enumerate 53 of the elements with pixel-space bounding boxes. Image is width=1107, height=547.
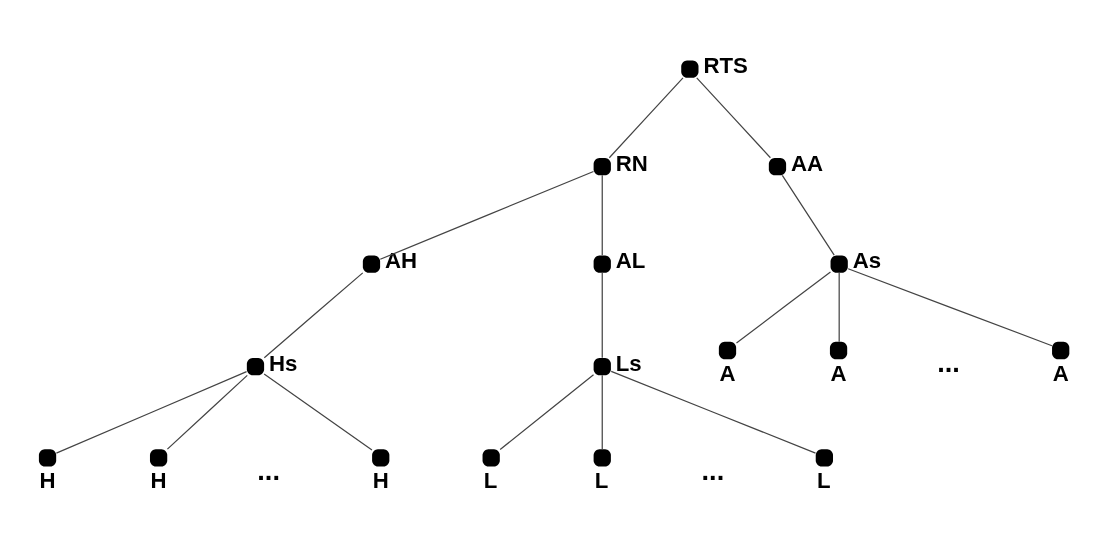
node-circle [593,255,611,273]
node-label: AA [791,150,824,176]
node-label: L [816,467,831,493]
node-label: L [483,467,498,493]
node-circle [593,357,611,375]
connector [838,272,840,342]
connector [499,373,595,450]
connector [696,76,771,158]
node-label: H [39,467,56,493]
connector [601,271,603,358]
node-circle [718,341,737,359]
node-circle [681,60,699,78]
node-label: A [1052,360,1069,386]
label: ... [701,454,725,486]
connector [601,174,603,256]
node-label: A [830,360,847,386]
node-circle [246,357,265,375]
node-label: RTS [703,52,748,78]
node-label: L [594,467,609,493]
node-circle [830,255,848,273]
node-circle [1052,341,1070,359]
node-circle [372,448,390,466]
connector [847,267,1053,346]
node-circle [593,157,611,175]
node-label: Hs [269,350,298,376]
node-label: AL [615,247,646,273]
node-circle [149,448,168,466]
connector [55,370,248,454]
connector [610,370,817,454]
node-label: Ls [615,350,642,376]
connector [608,76,684,158]
node-circle [362,255,381,273]
connector [601,374,603,450]
node-label: As [852,247,882,273]
node-circle [482,448,500,466]
connector [379,170,595,260]
label: ... [257,454,280,486]
connector [263,271,364,358]
connector [166,374,248,450]
node-label: H [150,467,167,493]
connector [263,372,373,451]
node-label: H [372,467,389,493]
node-label: RN [615,150,648,176]
node-label: AH [385,247,418,273]
node-circle [593,448,611,466]
label: ... [937,346,960,378]
node-label: A [719,360,736,386]
connector [735,270,832,344]
connector [781,174,835,256]
node-circle [38,448,57,466]
node-circle [829,341,848,359]
node-circle [815,448,833,466]
node-circle [768,157,787,175]
